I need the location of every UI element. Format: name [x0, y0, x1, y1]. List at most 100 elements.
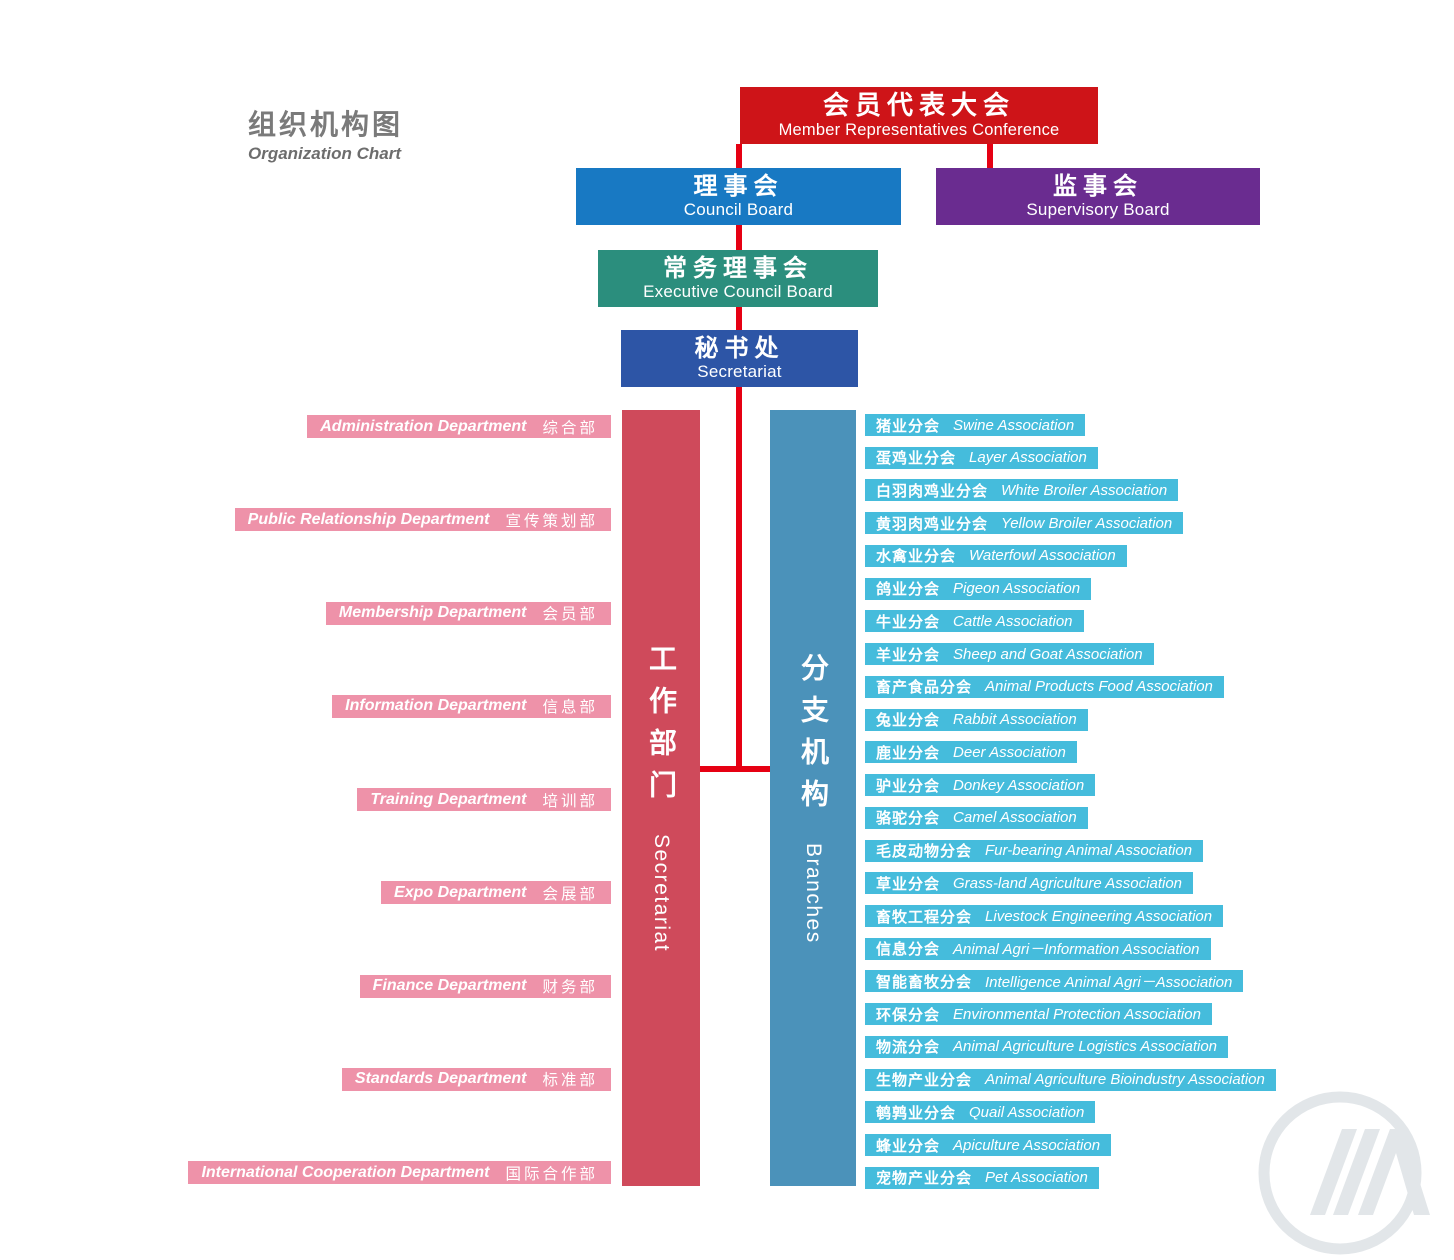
secretariat-label-en: Secretariat [697, 362, 782, 382]
branch-label: 驴业分会 Donkey Association [865, 774, 1096, 797]
connector-bars-junction [700, 766, 770, 772]
department-name-en: International Cooperation Department [201, 1163, 490, 1181]
branch-name-zh: 环保分会 [876, 1006, 941, 1024]
branch-name-zh: 毛皮动物分会 [876, 843, 973, 861]
department-label: Information Department 信息部 [332, 694, 611, 718]
departments-bar-label-en: Secretariat [650, 833, 673, 953]
department-name-en: Membership Department [338, 604, 527, 621]
department-label: Finance Department 财务部 [359, 974, 611, 998]
branch-name-zh: 信息分会 [876, 941, 941, 959]
branch-name-zh: 骆驼分会 [876, 810, 941, 828]
branch-name-en: Waterfowl Association [969, 547, 1116, 565]
connector-conference-supervisory [987, 144, 993, 168]
department-name-zh: 宣传策划部 [505, 512, 598, 530]
box-executive-council-board: 常务理事会 Executive Council Board [598, 250, 878, 307]
secretariat-label-zh: 秘书处 [694, 334, 785, 362]
department-name-en: Expo Department [394, 883, 527, 901]
department-name-zh: 会员部 [542, 606, 598, 623]
branch-name-en: Cattle Association [953, 612, 1073, 630]
branch-name-zh: 智能畜牧分会 [876, 973, 973, 991]
box-supervisory-board: 监事会 Supervisory Board [936, 168, 1260, 225]
department-label: Membership Department 会员部 [325, 601, 611, 625]
department-name-zh: 培训部 [542, 792, 598, 810]
department-name-zh: 信息部 [542, 699, 598, 717]
branch-name-en: Grass-land Agriculture Association [953, 874, 1182, 892]
branch-name-zh: 物流分会 [876, 1039, 941, 1057]
connector-secretariat-spine [736, 387, 742, 772]
branch-label: 智能畜牧分会 Intelligence Animal Agri－Associati… [865, 970, 1244, 993]
branch-label: 鹿业分会 Deer Association [865, 741, 1077, 764]
branch-label: 蜂业分会 Apiculture Association [865, 1134, 1112, 1157]
department-name-en: Training Department [370, 790, 527, 808]
branches-bar-label-en: Branches [802, 842, 825, 944]
department-name-zh: 财务部 [542, 979, 598, 996]
branch-name-zh: 水禽业分会 [876, 548, 957, 566]
department-label: Administration Department 综合部 [307, 415, 611, 438]
branch-label: 毛皮动物分会 Fur-bearing Animal Association [865, 839, 1204, 862]
branch-label: 鹌鹑业分会 Quail Association [865, 1101, 1096, 1124]
branch-name-en: Apiculture Association [953, 1136, 1101, 1154]
branch-name-en: Camel Association [953, 809, 1077, 827]
branch-label: 骆驼分会 Camel Association [865, 806, 1088, 829]
department-name-en: Information Department [345, 697, 527, 715]
departments-bar-label-zh: 工作部门 [646, 643, 677, 812]
department-name-en: Finance Department [372, 977, 527, 994]
conference-label-zh: 会员代表大会 [822, 89, 1015, 120]
branch-label: 牛业分会 Cattle Association [865, 610, 1084, 633]
chart-title: 组织机构图 Organization Chart [248, 109, 403, 164]
branch-name-en: White Broiler Association [1001, 481, 1168, 499]
branch-name-zh: 蛋鸡业分会 [876, 450, 957, 468]
branch-name-en: Fur-bearing Animal Association [985, 842, 1193, 860]
branch-name-en: Animal Agriculture Bioindustry Associati… [985, 1071, 1265, 1089]
executive-label-zh: 常务理事会 [663, 254, 813, 282]
branch-label: 黄羽肉鸡业分会 Yellow Broiler Association [865, 512, 1184, 535]
department-name-zh: 会展部 [542, 885, 598, 903]
branch-name-zh: 兔业分会 [876, 712, 941, 730]
department-label: Public Relationship Department 宣传策划部 [234, 508, 611, 532]
branch-label: 环保分会 Environmental Protection Association [865, 1003, 1212, 1026]
branch-name-zh: 黄羽肉鸡业分会 [876, 515, 989, 533]
department-name-en: Standards Department [354, 1070, 527, 1088]
branch-name-zh: 鹌鹑业分会 [876, 1104, 957, 1122]
council-label-en: Council Board [683, 200, 794, 220]
executive-label-en: Executive Council Board [643, 282, 833, 302]
branch-name-en: Quail Association [969, 1103, 1085, 1121]
branch-name-zh: 羊业分会 [876, 646, 941, 664]
branch-name-en: Yellow Broiler Association [1001, 514, 1173, 532]
branch-name-zh: 牛业分会 [876, 613, 941, 631]
department-label: Expo Department 会展部 [381, 881, 611, 905]
branch-label: 宠物产业分会 Pet Association [865, 1166, 1099, 1189]
connector-conference-council [736, 144, 742, 168]
branch-name-zh: 畜牧工程分会 [876, 908, 973, 926]
branch-name-zh: 驴业分会 [876, 777, 941, 795]
branch-name-en: Intelligence Animal Agri－Association [985, 973, 1233, 991]
branch-name-en: Environmental Protection Association [953, 1005, 1201, 1023]
departments-list: Administration Department 综合部 Public Relat… [100, 415, 611, 1184]
branch-name-en: Donkey Association [953, 776, 1085, 794]
branch-name-zh: 白羽肉鸡业分会 [876, 482, 989, 500]
branch-name-en: Deer Association [953, 743, 1066, 761]
departments-group-bar-text: 工作部门 Secretariat [641, 644, 681, 952]
branches-group-bar-text: 分支机构Branches [793, 653, 833, 944]
department-name-en: Administration Department [320, 417, 527, 435]
branch-name-zh: 蜂业分会 [876, 1137, 941, 1155]
box-secretariat: 秘书处 Secretariat [621, 330, 858, 387]
branch-label: 水禽业分会 Waterfowl Association [865, 544, 1127, 567]
supervisory-label-en: Supervisory Board [1026, 200, 1170, 220]
branch-name-en: Pet Association [985, 1169, 1088, 1187]
branch-name-zh: 鹿业分会 [876, 744, 941, 762]
branch-name-zh: 宠物产业分会 [876, 1170, 973, 1188]
department-name-zh: 综合部 [542, 419, 598, 437]
department-name-en: Public Relationship Department [247, 510, 490, 528]
council-label-zh: 理事会 [693, 172, 784, 200]
branch-name-en: Layer Association [969, 449, 1087, 467]
